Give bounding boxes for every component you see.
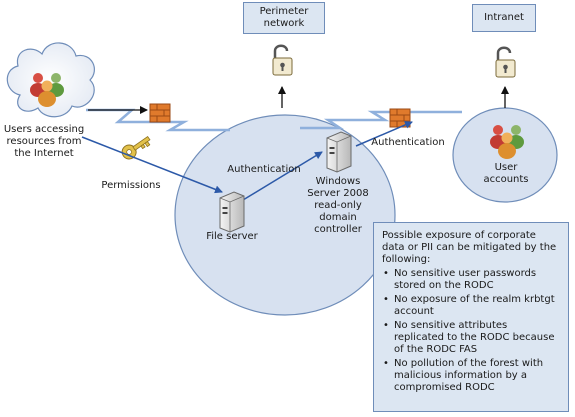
- notes-list: No sensitive user passwords stored on th…: [382, 268, 560, 394]
- server-icon: [219, 191, 245, 233]
- perimeter-network-label: Perimeter network: [259, 6, 309, 29]
- firewall-icon: [149, 103, 171, 123]
- list-item: No exposure of the realm krbtgt account: [383, 294, 560, 318]
- people-icon: [30, 73, 64, 107]
- list-item: No sensitive user passwords stored on th…: [383, 268, 560, 292]
- intranet-label: Intranet: [484, 12, 524, 23]
- authentication-arrow: [355, 121, 413, 147]
- internet-users-label: Users accessing resources from the Inter…: [3, 124, 85, 159]
- list-item: No sensitive attributes replicated to th…: [383, 320, 560, 356]
- permissions-arrow: [81, 136, 223, 194]
- notes-intro: Possible exposure of corporate data or P…: [382, 230, 557, 265]
- padlock-icon: [495, 46, 516, 78]
- padlock-icon: [272, 44, 293, 76]
- key-icon: [121, 136, 151, 160]
- rodc-label: Windows Server 2008 read-only domain con…: [307, 176, 369, 235]
- permissions-label: Permissions: [101, 180, 161, 191]
- authentication-arrow: [242, 151, 323, 201]
- intranet-box: Intranet: [472, 4, 536, 32]
- list-item: No pollution of the forest with maliciou…: [383, 358, 560, 394]
- network-link: [300, 110, 462, 130]
- internet-cloud: [6, 42, 95, 118]
- file-server-label: File server: [206, 231, 258, 242]
- mitigation-notes-box: Possible exposure of corporate data or P…: [373, 222, 569, 412]
- authentication-label-rodc: Authentication: [227, 164, 301, 175]
- user-accounts-label: User accounts: [483, 162, 529, 185]
- authentication-label-intranet: Authentication: [371, 137, 445, 148]
- perimeter-network-box: Perimeter network: [243, 2, 325, 34]
- people-icon: [490, 125, 524, 159]
- server-icon: [326, 131, 352, 173]
